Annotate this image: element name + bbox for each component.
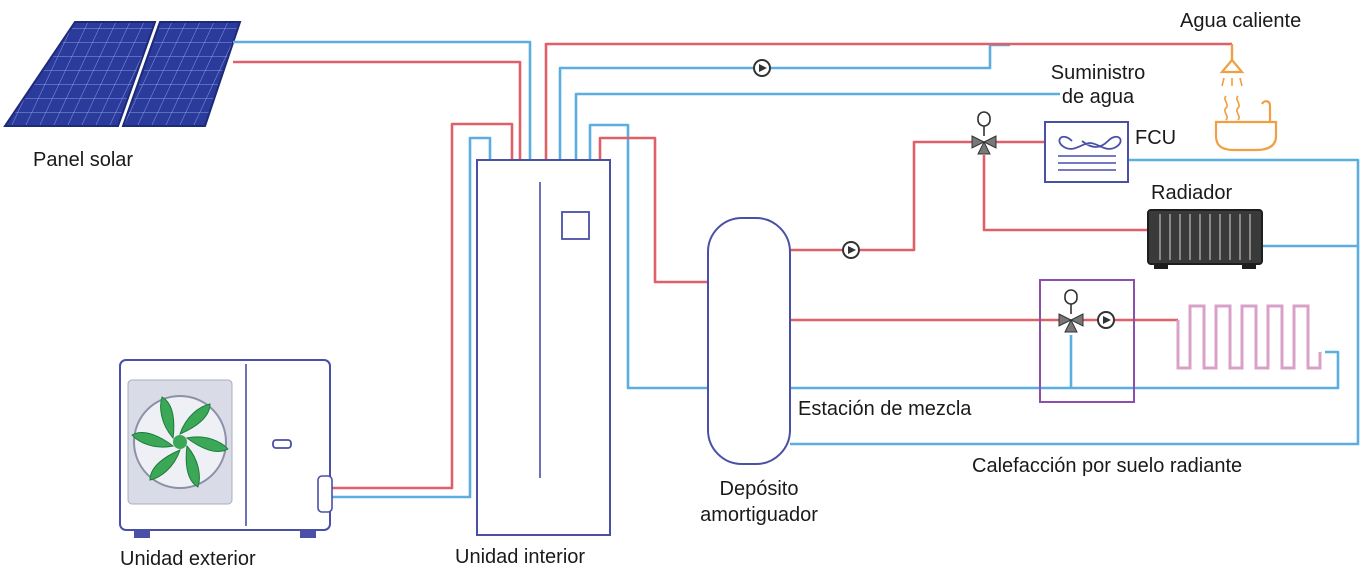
solar-panel — [3, 21, 242, 127]
outdoor-return-pipe — [330, 136, 492, 499]
label-hot-water: Agua caliente — [1180, 10, 1301, 32]
label-solar-panel: Panel solar — [33, 149, 133, 171]
water-drops — [1221, 77, 1243, 87]
label-fcu: FCU — [1135, 127, 1176, 149]
label-buffer-tank-2: amortiguador — [700, 504, 818, 526]
fan-icon — [131, 396, 229, 488]
outdoor-unit-foot-left — [134, 530, 150, 538]
floor-heating-coil — [1176, 304, 1322, 370]
three-way-valve-mixing — [1058, 289, 1084, 333]
three-way-valve-fcu — [971, 111, 997, 155]
mixing-station-box — [1039, 279, 1135, 403]
outdoor-unit-handle — [272, 439, 292, 449]
label-buffer-tank-1: Depósito — [720, 478, 799, 500]
valve-to-radiator-pipe — [982, 155, 1148, 232]
fan-blade — [160, 396, 175, 440]
radiator-body — [1147, 209, 1263, 265]
fan-blade — [149, 449, 181, 481]
solar-panel-left — [3, 21, 157, 127]
heating-return-pipe — [790, 158, 1360, 446]
buffer-to-fcu-pipe — [790, 140, 972, 252]
fcu-fan-icon — [1058, 135, 1122, 150]
solar-return-pipe — [233, 40, 532, 160]
radiator-foot-left — [1154, 264, 1168, 269]
radiator-foot-right — [1242, 264, 1256, 269]
floor-return-pipe — [790, 350, 1340, 390]
indoor-unit-display — [561, 211, 590, 240]
outdoor-unit — [119, 359, 333, 538]
solar-flow-pipe — [233, 60, 522, 160]
fan-blade — [131, 432, 175, 448]
label-water-supply-2: de agua — [1062, 86, 1135, 108]
buffer-tank — [707, 217, 791, 465]
cold-pipes — [233, 40, 1360, 499]
pump-mixing-station — [1097, 311, 1115, 329]
outdoor-flow-pipe — [330, 122, 514, 490]
fan-blade — [179, 403, 211, 435]
label-outdoor-unit: Unidad exterior — [120, 548, 256, 570]
water-supply-pipe — [574, 92, 1060, 160]
outdoor-unit-foot-right — [300, 530, 316, 538]
indoor-unit — [476, 159, 611, 536]
pump-hot-water — [753, 59, 771, 77]
radiator-unit — [1147, 209, 1263, 269]
bathtub-icon — [1214, 100, 1278, 152]
solar-panel-right — [121, 21, 242, 127]
label-radiator: Radiador — [1151, 182, 1233, 204]
radiator-fins — [1159, 214, 1251, 260]
hot-pipes — [233, 42, 1232, 490]
fcu-unit — [1044, 121, 1129, 183]
fan-blade — [185, 444, 200, 488]
label-floor-heating: Calefacción por suelo radiante — [972, 455, 1242, 477]
shower-head-icon — [1219, 58, 1245, 74]
steam-icon — [1224, 95, 1240, 121]
hot-water-tap-icon — [1214, 44, 1278, 152]
indoor-unit-body — [476, 159, 611, 536]
label-mixing-station: Estación de mezcla — [798, 398, 972, 420]
fan-blade — [185, 436, 229, 452]
indoor-to-buffer-cold-pipe — [588, 123, 710, 390]
outdoor-unit-port — [317, 475, 333, 513]
hot-water-flow-pipe — [544, 42, 1232, 160]
label-water-supply-1: Suministro — [1051, 62, 1145, 84]
label-indoor-unit: Unidad interior — [455, 546, 585, 568]
fcu-body — [1044, 121, 1129, 183]
indoor-to-buffer-hot-pipe — [598, 136, 710, 284]
pump-fcu-circuit — [842, 241, 860, 259]
